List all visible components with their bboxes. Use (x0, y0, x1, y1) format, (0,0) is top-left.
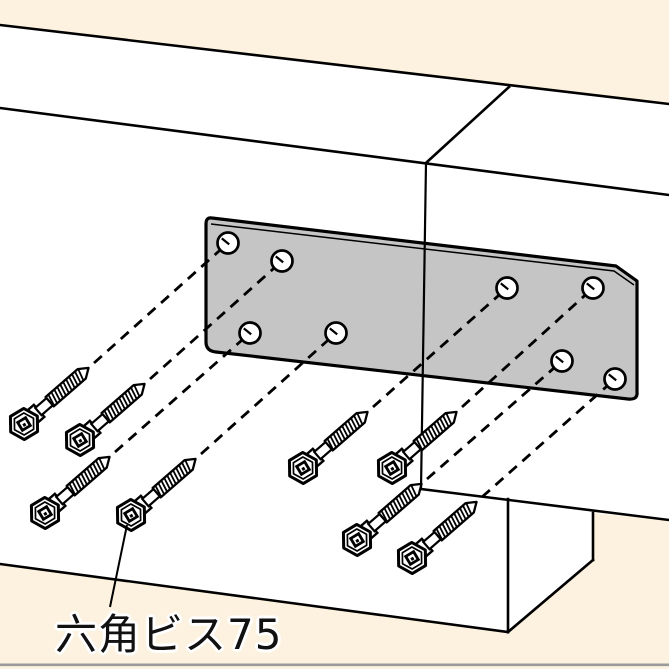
plate-hole (270, 249, 294, 273)
beam-top-edge (0, 23, 669, 106)
plate-hole (581, 276, 605, 300)
beam-mid-edge (0, 106, 669, 197)
left-beam-bottom-edge (0, 562, 510, 634)
guide-dashed-line (372, 286, 508, 409)
guide-dashed-line (114, 331, 251, 454)
background-top (0, 0, 669, 104)
screw-guide-lines (93, 241, 616, 499)
post-side-bottom-edge (506, 558, 595, 634)
guide-dashed-line (200, 331, 337, 456)
right-beam-bottom-edge (419, 487, 669, 522)
label-leader-line (109, 524, 128, 608)
background-bottom (0, 513, 669, 669)
plate-hole (324, 321, 348, 345)
guide-dashed-line (461, 286, 594, 409)
guide-dashed-line (481, 377, 616, 499)
part-label: 六角ビス75 (55, 610, 283, 659)
guide-dashed-line (93, 241, 229, 365)
scarf-joint-line (425, 85, 511, 164)
beam-outlines (0, 23, 669, 634)
guide-dashed-line (149, 259, 283, 381)
plate-thickness-edge (210, 223, 635, 286)
plate-hole (238, 321, 262, 345)
plate-hole (495, 276, 519, 300)
plate-hole (603, 367, 627, 391)
plate-hole (216, 231, 240, 255)
plate-hole (550, 349, 574, 373)
guide-dashed-line (426, 359, 563, 481)
bottom-rule (0, 663, 669, 667)
